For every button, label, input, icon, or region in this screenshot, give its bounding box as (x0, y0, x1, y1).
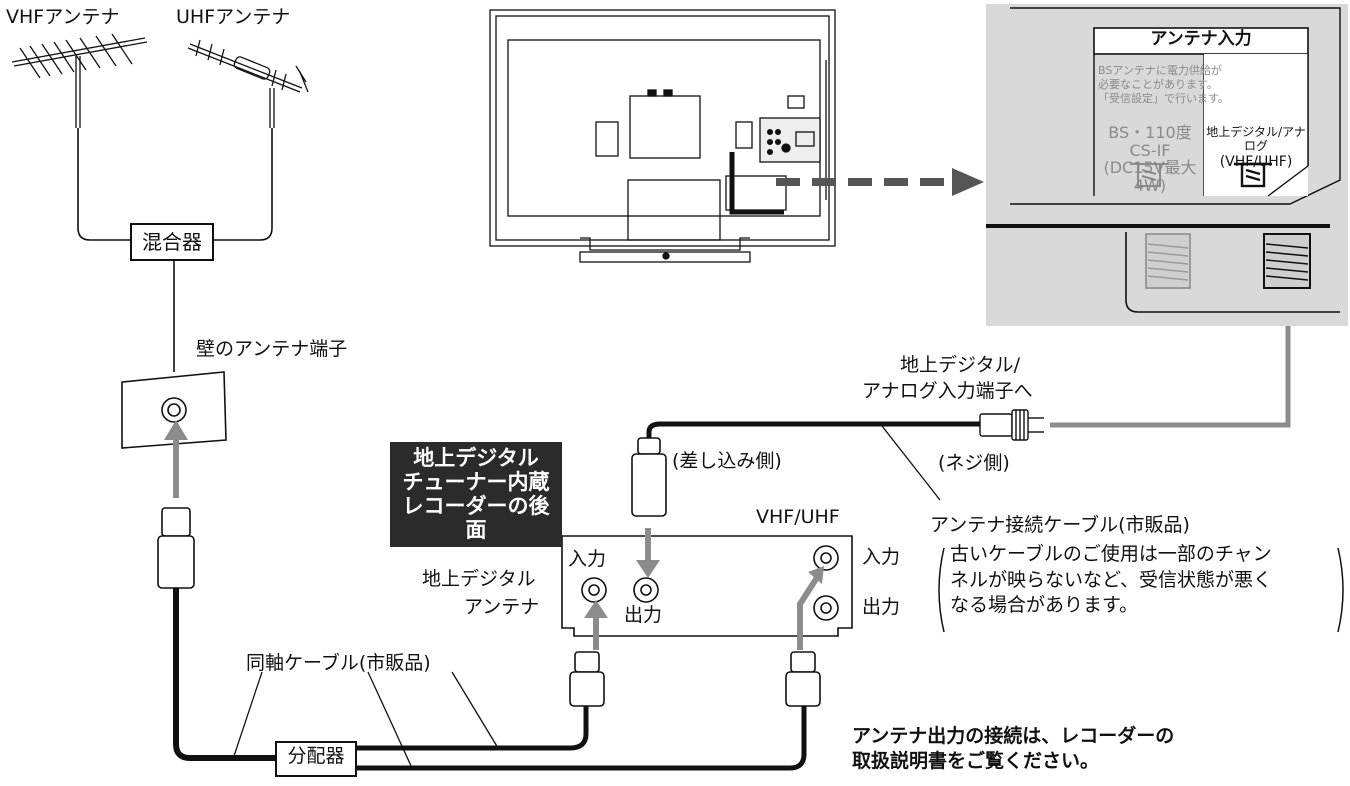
recorder-badge-line: レコーダーの後面 (402, 494, 550, 543)
mixer-box: 混合器 (130, 223, 214, 261)
dashed-arrow-icon (776, 168, 984, 196)
terr-port-line: 地上デジタル/アナログ (1206, 125, 1306, 153)
coax-plug-icon (157, 507, 195, 589)
splitter-label: 分配器 (287, 745, 345, 767)
down-arrow-icon (636, 528, 660, 578)
recorder-badge-line: チューナー内蔵 (402, 470, 550, 495)
antenna-cable-screw-side-icon (979, 409, 1044, 441)
up-arrow-icon (797, 566, 824, 650)
terr-port-line: (VHF/UHF) (1219, 153, 1293, 170)
recorder-badge-line: 地上デジタル (413, 446, 539, 470)
target-terminal-label: 地上デジタル/ (900, 354, 1021, 376)
screw-side-label: (ネジ側) (938, 452, 1010, 474)
bs-note-line: BSアンテナに電力供給が (1098, 64, 1222, 77)
tv-rear-view (489, 9, 836, 263)
antenna-input-panel (986, 4, 1348, 326)
bottom-note-line: 取扱説明書をご覧ください。 (852, 749, 1100, 772)
bs-port-line: BS・110度CS-IF (1108, 123, 1192, 160)
uhf-antenna-label: UHFアンテナ (176, 6, 291, 28)
panel-title: アンテナ入力 (1150, 29, 1252, 49)
vhf-antenna-icon (11, 33, 148, 128)
bs-port-line: (DC15V最大4W) (1103, 158, 1197, 195)
bs-port-label: BS・110度CS-IF (DC15V最大4W) (1098, 124, 1202, 194)
bottom-note-line: アンテナ出力の接続は、レコーダーの (852, 725, 1175, 747)
vhf-uhf-in-label: 入力 (862, 546, 901, 568)
vhf-uhf-out-label: 出力 (862, 596, 901, 618)
target-terminal-label: アナログ入力端子へ (862, 380, 1033, 402)
uhf-antenna-icon (187, 39, 309, 128)
recorder-rear-panel (561, 535, 853, 637)
digital-antenna-label: 地上デジタル (422, 568, 536, 590)
recorder-badge: 地上デジタル チューナー内蔵 レコーダーの後面 (390, 442, 562, 547)
coax-cable-label: 同軸ケーブル(市販品) (246, 652, 431, 674)
digital-antenna-label: アンテナ (464, 596, 540, 618)
bs-note-line: 必要なことがあります。 (1098, 77, 1218, 91)
terrestrial-port-label: 地上デジタル/アナログ (VHF/UHF) (1206, 125, 1306, 170)
caution-line: ネルが映らないなど、受信状態が悪く (950, 568, 1273, 591)
wall-terminal-icon (121, 371, 227, 449)
vhf-antenna-label: VHFアンテナ (6, 6, 120, 28)
antenna-cable-label: アンテナ接続ケーブル(市販品) (930, 514, 1190, 536)
up-arrow-icon (584, 600, 608, 650)
wall-terminal-label: 壁のアンテナ端子 (196, 338, 348, 360)
bottom-note: アンテナ出力の接続は、レコーダーの 取扱説明書をご覧ください。 (852, 724, 1174, 773)
antenna-cable-plug-side-icon (631, 437, 667, 517)
up-arrow-icon (164, 420, 188, 498)
bs-note-line: 「受信設定」で行います。 (1098, 91, 1229, 105)
vhf-uhf-label: VHF/UHF (756, 506, 840, 528)
caution-line: 古いケーブルのご使用は一部のチャン (950, 543, 1272, 565)
recorder-digital-out-label: 出力 (624, 604, 663, 626)
plug-side-label: (差し込み側) (672, 450, 782, 472)
recorder-digital-in-label: 入力 (568, 548, 607, 570)
cable-caution-note: 古いケーブルのご使用は一部のチャン ネルが映らないなど、受信状態が悪く なる場合… (950, 542, 1272, 619)
caution-line: なる場合があります。 (950, 594, 1139, 617)
bs-power-note: BSアンテナに電力供給が 必要なことがあります。 「受信設定」で行います。 (1098, 64, 1229, 105)
coax-plug-icon (569, 651, 821, 707)
